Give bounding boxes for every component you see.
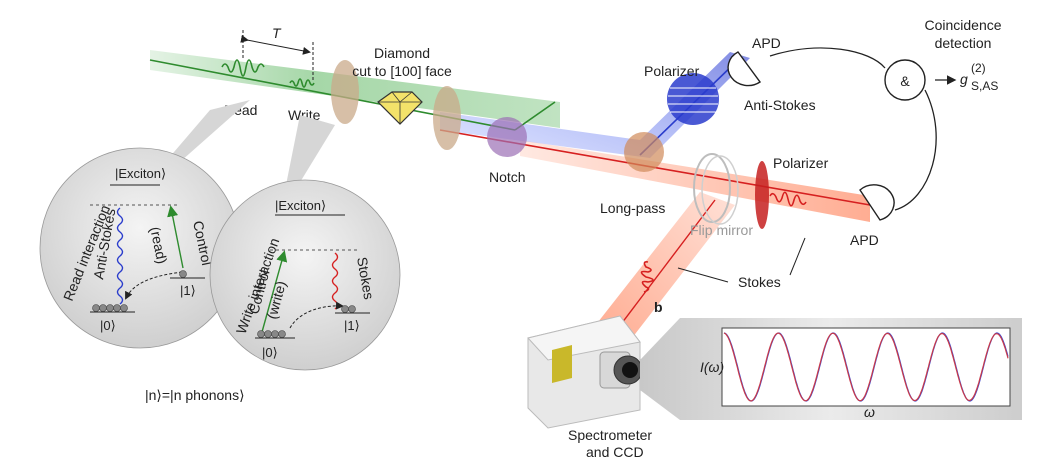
read-pulse (221, 59, 265, 77)
apd-bottom-label: APD (850, 232, 879, 248)
read-control-label-2: (read) (147, 225, 170, 265)
stokes-callout-line-2 (789, 237, 806, 276)
read-transition-arrow (125, 271, 183, 300)
cable-bottom (894, 89, 937, 211)
and-symbol: & (900, 73, 910, 89)
write-exciton-label: |Exciton⟩ (275, 198, 326, 213)
coincidence-unit (884, 59, 926, 101)
polarizer-bottom-label: Polarizer (773, 155, 829, 171)
read-phonon-balls (92, 270, 187, 312)
stokes-callout-line-1 (677, 267, 729, 283)
delay-arrow (240, 34, 311, 55)
g2-superscript: (2) (971, 61, 986, 75)
long-pass-filter (624, 132, 664, 172)
flip-mirror-icon (693, 153, 739, 225)
spectrometer-label-1: Spectrometer (568, 427, 652, 443)
read-exciton-label: |Exciton⟩ (115, 166, 166, 181)
anti-stokes-label: Anti-Stokes (744, 97, 816, 113)
panel-b-label: b (654, 299, 663, 315)
lens-1 (331, 60, 359, 124)
delay-label: T (272, 25, 282, 41)
spectrometer-icon (527, 315, 643, 429)
spectrum-xlabel: ω (864, 404, 875, 420)
phonon-definition: |n⟩=|n phonons⟩ (145, 387, 245, 403)
write-bubble (209, 179, 401, 371)
write-control-arrow (261, 250, 288, 333)
apd-top-label: APD (752, 35, 781, 51)
write-phonon-balls (257, 305, 356, 338)
coincidence-label-2: detection (935, 35, 992, 51)
read-ket1: |1⟩ (180, 283, 196, 298)
flip-mirror-label: Flip mirror (690, 222, 753, 238)
coincidence-label-1: Coincidence (924, 17, 1001, 33)
write-transition-arrow (289, 301, 344, 329)
spectrum-ylabel: I(ω) (700, 359, 724, 375)
spectrometer-label-2: and CCD (586, 444, 644, 460)
read-anti-stokes-wave (116, 207, 124, 305)
diamond-label-1: Diamond (374, 45, 430, 61)
notch-filter (487, 117, 527, 157)
write-stokes-label: Stokes (354, 256, 377, 301)
stokes-pulse-horizontal (769, 191, 807, 207)
write-stokes-wave (331, 252, 339, 310)
apd-bottom-icon (859, 184, 895, 221)
spectrum-fringe-red (723, 332, 1009, 402)
stokes-pulse-down (640, 261, 654, 293)
polarizer-bottom (755, 161, 769, 229)
cable-top (769, 47, 886, 69)
read-control-arrow (167, 205, 184, 269)
polarizer-top (667, 73, 719, 125)
notch-label: Notch (489, 169, 526, 185)
g2-symbol: g (960, 71, 968, 87)
apd-top-icon (727, 51, 761, 87)
lens-2 (433, 86, 461, 150)
diamond-icon (377, 91, 423, 125)
long-pass-label: Long-pass (600, 200, 665, 216)
write-ket1: |1⟩ (344, 318, 360, 333)
g2-subscript: S,AS (971, 79, 998, 93)
polarizer-top-label: Polarizer (644, 63, 700, 79)
stokes-label: Stokes (738, 274, 781, 290)
diamond-label-2: cut to [100] face (352, 63, 452, 79)
read-ket0: |0⟩ (100, 318, 116, 333)
write-pulse (289, 78, 315, 88)
write-ket0: |0⟩ (262, 345, 278, 360)
